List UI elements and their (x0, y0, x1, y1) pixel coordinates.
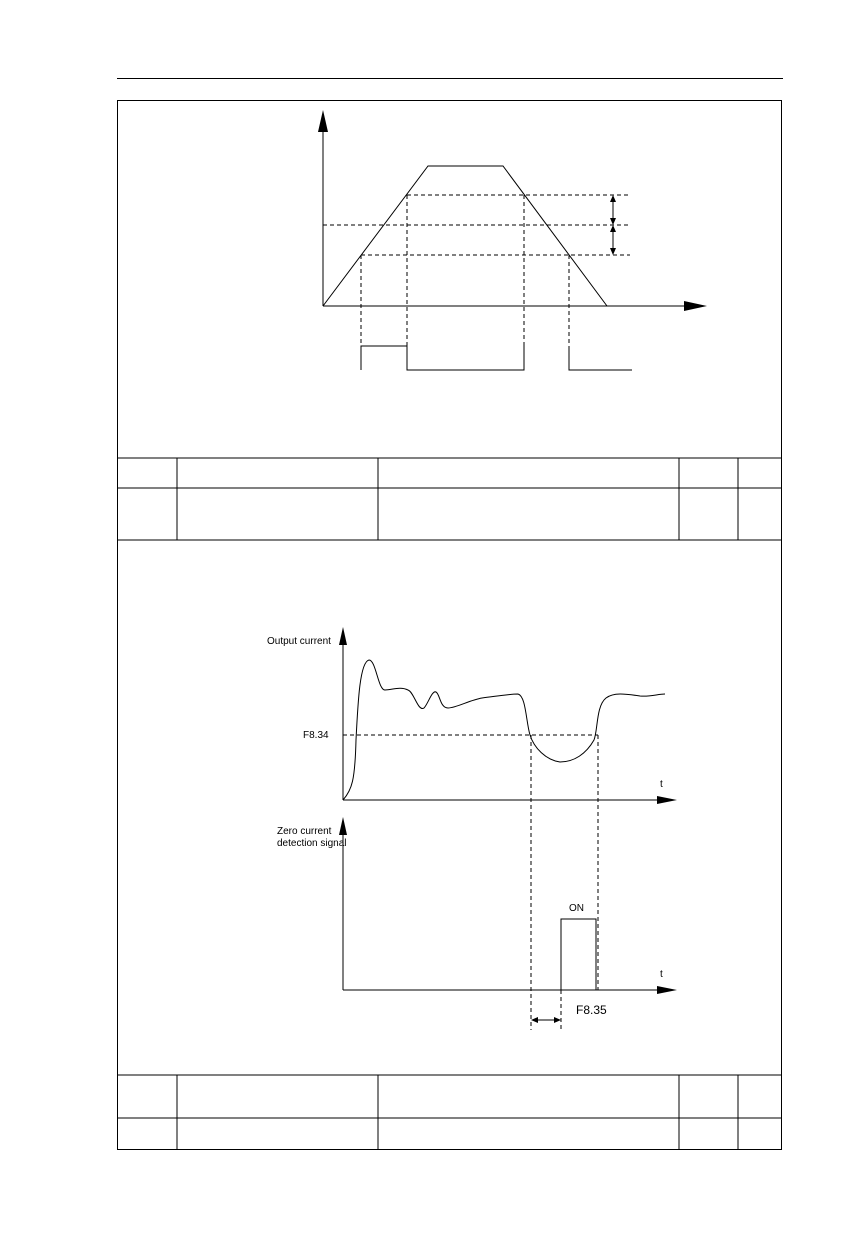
arrow-head (610, 225, 616, 232)
arrow-head (610, 248, 616, 255)
detection-pulse (560, 918, 597, 990)
arrow-head (610, 218, 616, 225)
arrow-head (531, 1017, 538, 1023)
bottom-time-axis-label: t (660, 969, 663, 980)
zero-current-figure (339, 627, 677, 1030)
top-x-axis-arrow (657, 796, 677, 804)
on-label: ON (569, 903, 584, 914)
top-y-axis-arrow (339, 627, 347, 645)
detection-axis-label-line1: Zero current (277, 826, 332, 837)
level-dashes (323, 194, 630, 370)
output-signal (568, 346, 632, 371)
output-signal (360, 345, 525, 371)
output-current-axis-label: Output current (267, 636, 331, 647)
bottom-x-axis-arrow (657, 986, 677, 994)
y-axis-arrow (318, 110, 328, 132)
header-rule (117, 78, 783, 79)
bottom-y-axis-arrow (339, 817, 347, 835)
output-current-curve (342, 659, 666, 801)
frequency-trapezoid (322, 165, 608, 307)
top-time-axis-label: t (660, 779, 663, 790)
parameter-table-frame (117, 100, 782, 1150)
frequency-detection-figure (318, 110, 707, 371)
delay-label: F8.35 (576, 1003, 607, 1017)
detection-axis-label-line2: detection signal (277, 838, 347, 849)
threshold-label: F8.34 (303, 730, 329, 741)
arrow-head (554, 1017, 561, 1023)
table-grid (117, 457, 782, 1150)
arrow-head (610, 195, 616, 202)
x-axis-arrow (684, 301, 707, 311)
projection-dashes (530, 735, 599, 1030)
